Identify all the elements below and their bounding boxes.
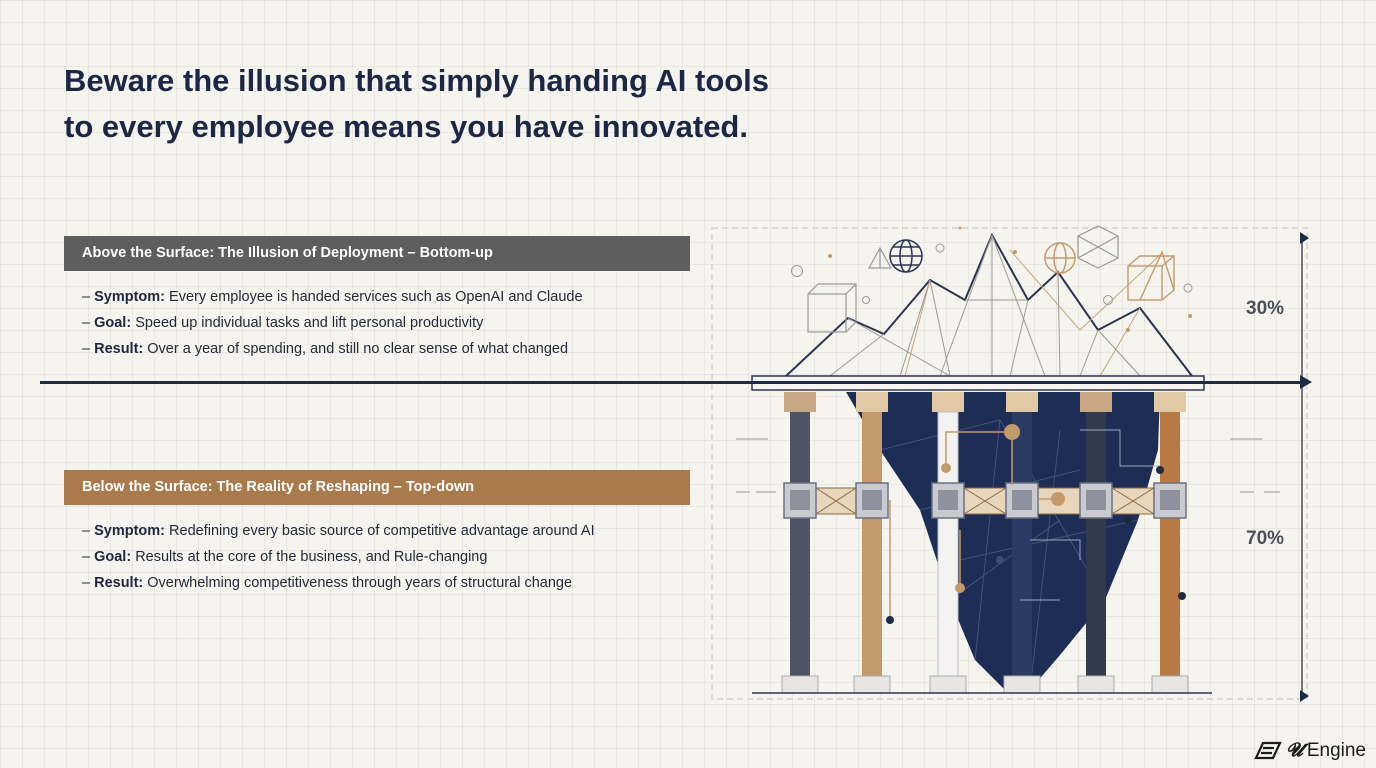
joints bbox=[783, 482, 1187, 519]
above-surface-header: Above the Surface: The Illusion of Deplo… bbox=[64, 236, 690, 271]
list-item: – Goal: Results at the core of the busin… bbox=[82, 549, 488, 565]
triangle-icon bbox=[867, 246, 893, 269]
item-text: Overwhelming competitiveness through yea… bbox=[147, 575, 573, 591]
logo-text: Engine bbox=[1306, 740, 1366, 761]
item-label: Goal: bbox=[94, 315, 132, 331]
list-item: – Goal: Speed up individual tasks and li… bbox=[82, 315, 484, 331]
below-share-label: 70% bbox=[1246, 528, 1285, 549]
circuit-lines-light bbox=[1020, 429, 1160, 601]
iceberg-tip bbox=[785, 232, 1193, 377]
below-surface-list: – Symptom: Redefining every basic source… bbox=[82, 521, 702, 599]
list-item: – Symptom: Redefining every basic source… bbox=[82, 523, 595, 539]
item-label: Symptom: bbox=[94, 523, 165, 539]
circuit-lines bbox=[889, 431, 1058, 618]
globe-icon bbox=[889, 239, 923, 273]
measurement-axis bbox=[1300, 232, 1309, 702]
waterline-arrow-icon bbox=[1300, 375, 1312, 389]
page-title: Beware the illusion that simply handing … bbox=[64, 58, 824, 150]
item-label: Result: bbox=[94, 341, 144, 357]
item-label: Symptom: bbox=[94, 289, 165, 305]
list-item: – Result: Overwhelming competitiveness t… bbox=[82, 575, 573, 591]
below-surface-header: Below the Surface: The Reality of Reshap… bbox=[64, 470, 690, 505]
title-line-2: to every employee means you have innovat… bbox=[64, 109, 748, 144]
engine-logo-icon bbox=[1254, 741, 1282, 760]
logo-mark: 𝓤 bbox=[1285, 740, 1303, 761]
waterline bbox=[40, 381, 1302, 384]
list-item: – Symptom: Every employee is handed serv… bbox=[82, 289, 583, 305]
item-text: Redefining every basic source of competi… bbox=[169, 523, 595, 539]
arrow-top-icon bbox=[1300, 232, 1309, 244]
item-text: Results at the core of the business, and… bbox=[135, 549, 488, 565]
diagram-frame bbox=[711, 227, 1308, 700]
submerged-iceberg bbox=[846, 392, 1160, 690]
cube-icon bbox=[807, 283, 857, 333]
item-text: Every employee is handed services such a… bbox=[169, 289, 583, 305]
item-label: Result: bbox=[94, 575, 144, 591]
arrow-bottom-icon bbox=[1300, 690, 1309, 702]
item-text: Speed up individual tasks and lift perso… bbox=[135, 315, 484, 331]
orange-cube-icon bbox=[1127, 250, 1175, 301]
hexagon-icon bbox=[1077, 225, 1119, 269]
pillars bbox=[781, 392, 1189, 694]
decorative-dots bbox=[791, 226, 1193, 332]
orange-globe-icon bbox=[1044, 242, 1076, 274]
side-dashes bbox=[736, 438, 1280, 493]
list-item: – Result: Over a year of spending, and s… bbox=[82, 341, 569, 357]
circuit-nodes bbox=[886, 424, 1186, 624]
item-label: Goal: bbox=[94, 549, 132, 565]
above-share-label: 30% bbox=[1246, 298, 1285, 319]
title-line-1: Beware the illusion that simply handing … bbox=[64, 63, 770, 98]
item-text: Over a year of spending, and still no cl… bbox=[147, 341, 569, 357]
above-surface-list: – Symptom: Every employee is handed serv… bbox=[82, 287, 702, 365]
